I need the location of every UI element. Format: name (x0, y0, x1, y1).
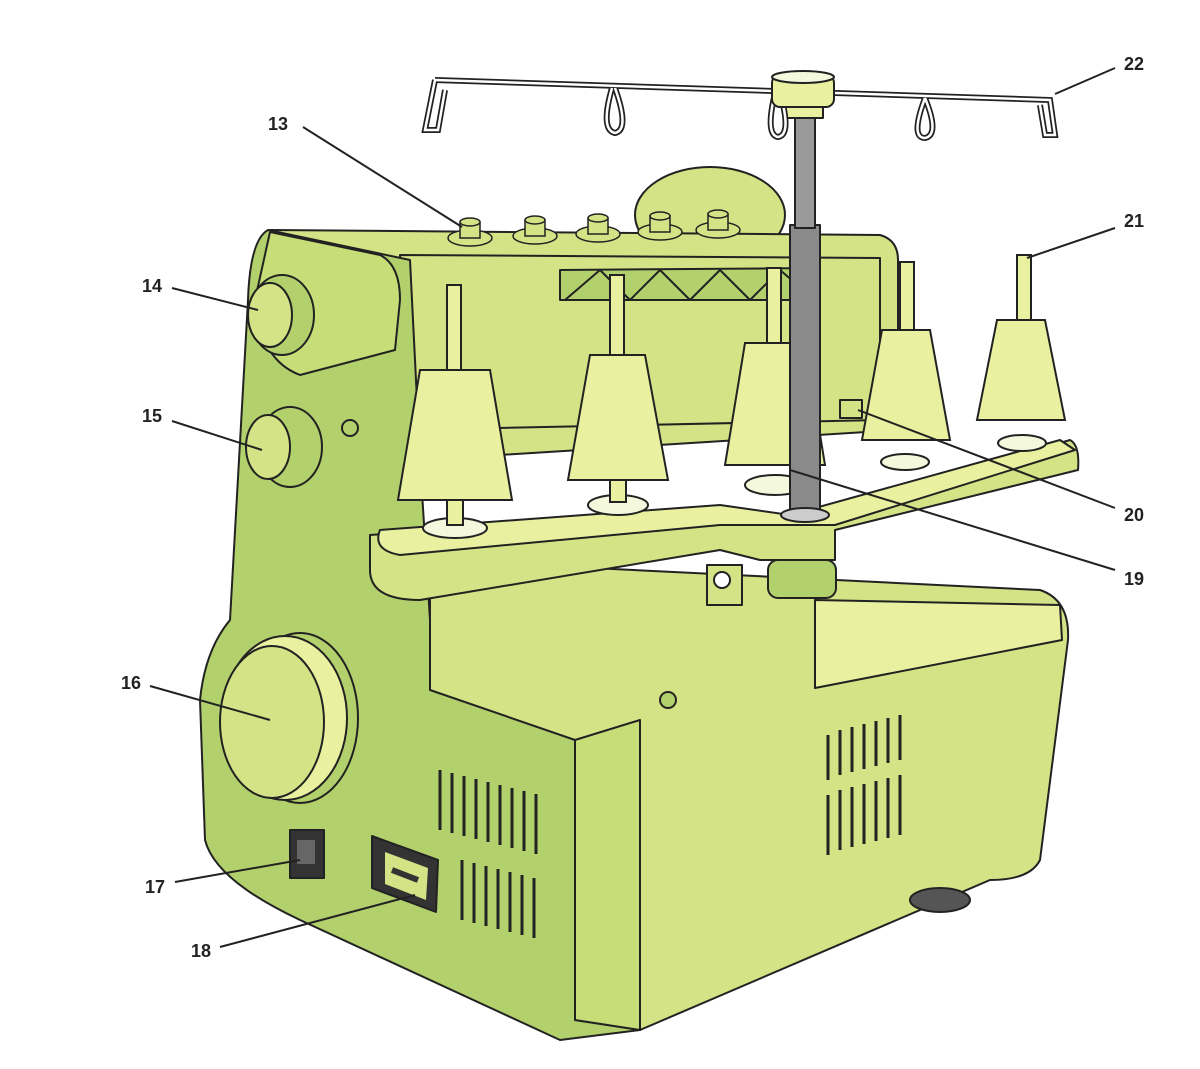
handwheel-16 (219, 632, 359, 804)
leader-21 (1026, 227, 1116, 259)
leader-19 (789, 469, 1116, 571)
callout-21: 21 (1124, 211, 1144, 231)
pole-cap (771, 70, 835, 108)
telescopic-pole-19 (780, 99, 830, 523)
callout-17: 17 (145, 877, 165, 897)
callout-14: 14 (142, 276, 162, 296)
thread-guide-bar-inner (423, 78, 1057, 140)
callout-22: 22 (1124, 54, 1144, 74)
power-switch-17 (289, 829, 325, 879)
leader-20 (857, 409, 1116, 509)
knob-15 (245, 406, 323, 488)
leader-22 (1054, 67, 1116, 95)
thread-stand-base (369, 439, 1080, 606)
tension-dials-13 (447, 209, 741, 247)
leader-lines (149, 67, 1116, 948)
leader-17 (174, 859, 301, 883)
leader-14 (171, 287, 259, 311)
vent-right (826, 715, 902, 855)
thread-guide-20 (839, 399, 863, 419)
knob-14 (247, 274, 315, 356)
vent-left (438, 770, 538, 938)
leader-15 (171, 420, 263, 451)
callout-15: 15 (142, 406, 162, 426)
callout-13: 13 (268, 114, 288, 134)
power-socket-18 (371, 835, 439, 913)
callout-20: 20 (1124, 505, 1144, 525)
callout-19: 19 (1124, 569, 1144, 589)
leader-13 (302, 126, 463, 228)
callout-18: 18 (191, 941, 211, 961)
leader-18 (219, 894, 416, 948)
callout-16: 16 (121, 673, 141, 693)
lower-body (429, 559, 1070, 1031)
leader-16 (149, 685, 271, 721)
